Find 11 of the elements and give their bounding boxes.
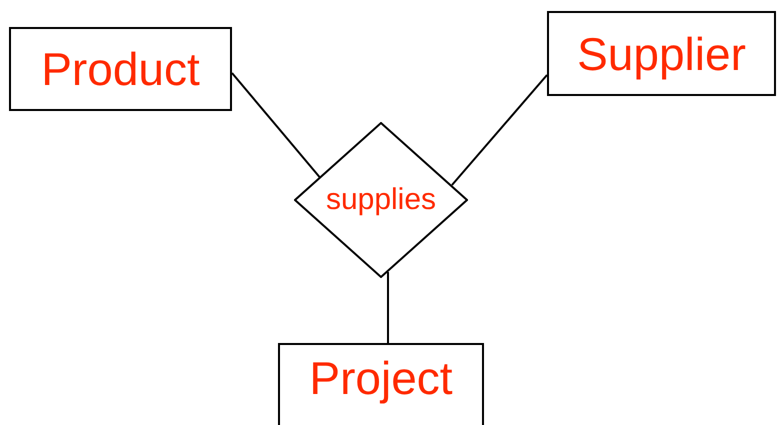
relationship-label: supplies <box>326 183 436 217</box>
entity-label: Product <box>41 42 200 96</box>
entity-box <box>547 11 776 96</box>
connector-line <box>451 74 548 186</box>
entity-box <box>278 343 484 425</box>
relationship-diamond <box>294 122 468 278</box>
entity-label: Project <box>309 351 453 405</box>
connector-line <box>387 272 389 343</box>
entity-label: Supplier <box>577 26 746 80</box>
connector-line <box>231 72 320 178</box>
entity-box <box>9 27 232 111</box>
